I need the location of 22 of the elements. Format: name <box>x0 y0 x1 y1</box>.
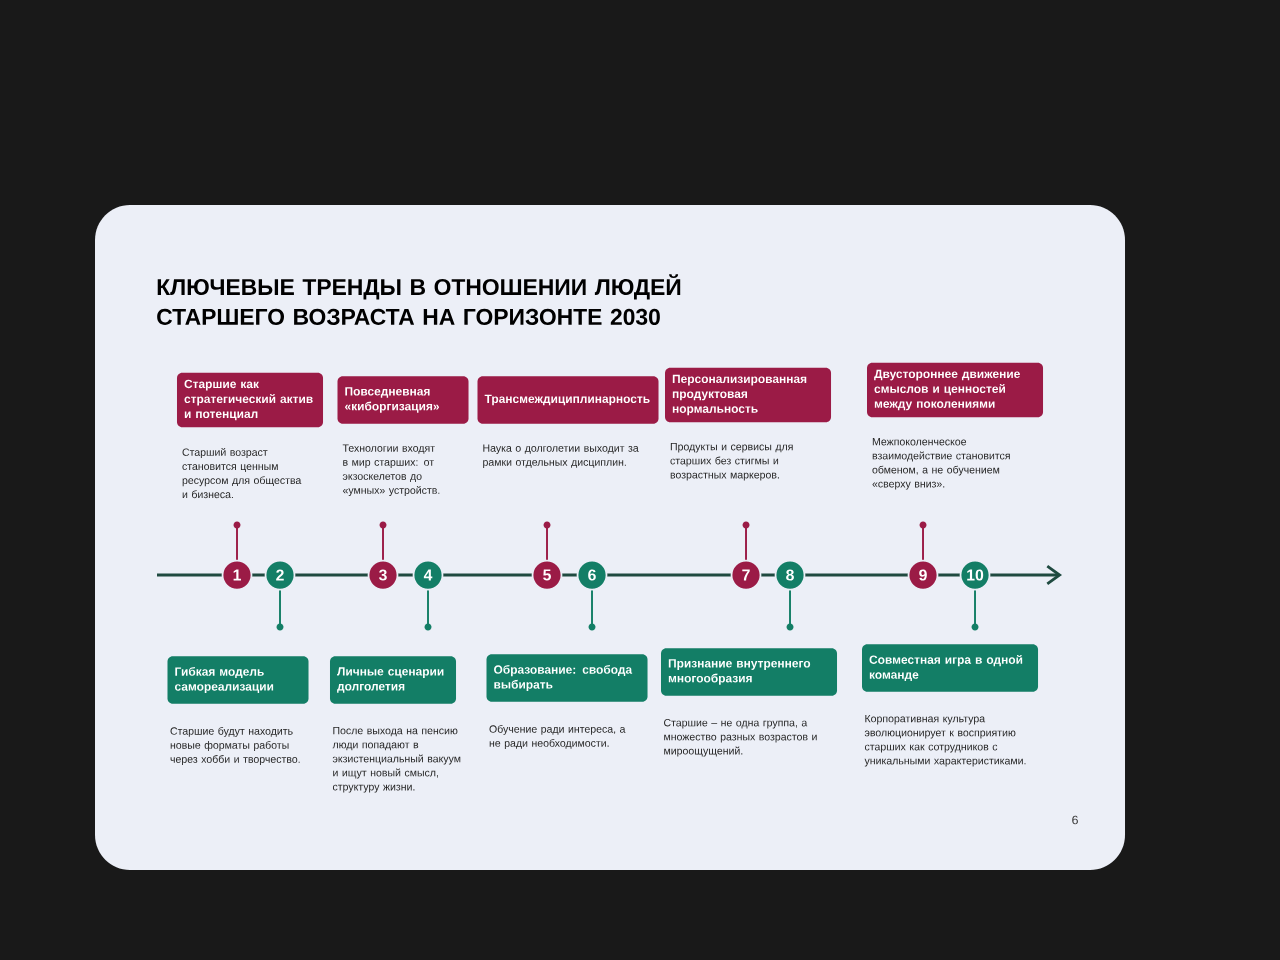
description-text: Старшие будут находить новые форматы работы через хобби и творчество. <box>170 726 300 765</box>
description-text: Старший возраст становится ценным ресурсом для общества и бизнеса. <box>182 448 302 499</box>
trend-box: Образование: свобода выбирать <box>486 654 648 702</box>
page-number: 6 <box>1072 815 1078 825</box>
trend-box: Трансмеждициплинарность <box>477 376 659 424</box>
description-text: Межпоколенческое взаимодействие становится обменом, а не обучением «сверху вниз». <box>872 438 1010 490</box>
trend-box: Персонализированная продуктовая нормальность <box>665 367 832 423</box>
trend-box: Совместная игра в одной команде <box>862 644 1039 692</box>
trend-box: Признание внутреннего многообразия <box>661 648 837 696</box>
description-text: Наука о долголетии выходит за рамки отдельных дисциплин. <box>483 444 639 468</box>
slide-title: КЛЮЧЕВЫЕ ТРЕНДЫ В ОТНОШЕНИИ ЛЮДЕЙ СТАРШЕГО ВОЗРАСТА НА ГОРИЗОНТЕ 2030 <box>157 274 681 325</box>
description-text: Корпоративная культура эволюционирует к восприятию старших как сотрудников с уникальными характеристиками. <box>864 714 1026 767</box>
trend-box: Повседневная «киборгизация» <box>337 376 469 424</box>
trend-box: Гибкая модель самореализации <box>167 656 309 704</box>
description-text: После выхода на пенсию люди попадают в экзистенциальный вакуум и ищут новый смысл, структуру жизни. <box>332 726 461 793</box>
description-text: Обучение ради интереса, а не ради необходимости. <box>489 724 626 749</box>
trend-box: Старшие как стратегический актив и потенциал <box>177 372 323 428</box>
trend-box: Личные сценарии долголетия <box>330 656 456 704</box>
description-text: Технологии входят в мир старших: от экзоскелетов до «умных» устройств. <box>342 444 440 497</box>
trend-box: Двустороннее движение смыслов и ценностей между поколениями <box>867 362 1044 418</box>
description-text: Продукты и сервисы для старших без стигмы и возрастных маркеров. <box>670 443 793 481</box>
description-text: Старшие – не одна группа, а множество разных возрастов и мироощущений. <box>664 718 817 757</box>
